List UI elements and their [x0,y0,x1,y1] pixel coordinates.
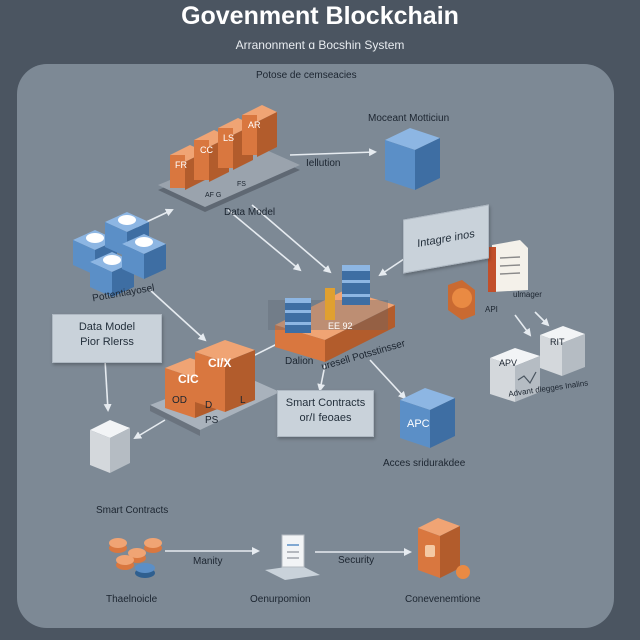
manity-label: Manity [193,556,223,567]
rit-label: RIT [550,337,565,347]
block-label-af: AF G [205,192,222,199]
oenurpomion-label: Oenurpomion [250,594,311,605]
iellution-label: Iellution [306,158,341,169]
ccx-block-group [150,340,280,436]
ccx-label: CIC [178,372,199,386]
data-model-top-label: Data Model [224,207,276,218]
dalion-label: Dalion [285,356,314,367]
arrow-hub-apc [369,359,407,400]
page-subtitle: Arranonment ɑ Bocshin System [235,38,405,52]
block-label-fr: FR [175,160,187,170]
ccx-block-back [195,340,255,412]
l-label: L [240,395,246,406]
data-model-box: Data Model Pior Rlerss [52,314,162,363]
arrow-to-moceant [289,148,377,157]
panel-top-label: Potose de cemseacies [256,70,357,81]
server-stack-right [342,265,370,305]
api-label: API [485,305,498,314]
hub-code-label: EE 92 [328,321,353,331]
acces-label: Acces sridurakdee [383,458,466,469]
smart-contracts-box-line1: Smart Contracts [285,397,366,409]
security-label: Security [338,555,375,566]
block-label-ls: LS [223,133,235,143]
arrow-datamodel-cube [103,359,112,412]
arrow-bitcoin-apv [514,314,532,337]
cloud-icon [86,233,104,243]
apc-label: APC [407,418,430,430]
arrow-api-rit [534,311,550,327]
orange-lock-block-icon [418,518,470,579]
apc-cube [400,388,455,448]
hub-pillar [325,288,335,320]
arrow-ccx-cube [133,419,166,440]
data-model-box-line1: Data Model [78,321,136,333]
moceant-cube [385,128,440,190]
central-hub [268,265,395,362]
block-label-ar: AR [248,120,261,130]
gray-cube [90,420,130,473]
ulmager-label: ulmager [513,290,542,299]
conevene-label: Conevenemtione [405,594,481,605]
cix-label: CI/X [208,356,232,370]
block-label-fs: FS [237,181,246,188]
rit-block [540,326,585,376]
coin-stack-icon [109,538,162,578]
smart-contracts-bottom-label: Smart Contracts [96,505,169,516]
d-label: D [205,400,213,411]
server-stack-left [285,298,311,333]
arrow-blocks-to-hub-b [251,204,332,274]
bitcoin-document-group [448,240,528,320]
lock-icon [456,565,470,579]
apv-block [490,348,540,402]
arrow-hub-smart [317,364,326,392]
apv-label: APV [499,358,518,368]
page-title: Govenment Blockchain [181,2,459,30]
smart-contracts-box: Smart Contracts or/I feoaes [277,390,374,437]
blue-cluster [73,212,166,297]
orange-block-4 [242,105,277,157]
block-label-cc: CC [200,145,213,155]
smart-contracts-box-line2: or/I feoaes [299,412,352,424]
bitcoin-icon [452,288,472,308]
arrow-cluster-to-ccx [149,289,207,342]
ps-label: PS [205,415,219,426]
data-model-box-line2: Pior Rlerss [80,336,134,348]
arrow-blocks-to-hub-a [227,209,302,272]
theatnoicle-label: Thaelnoicle [106,594,158,605]
document-desk-icon [265,534,320,580]
moceant-label: Moceant Motticiun [368,113,450,124]
od-label: OD [172,395,187,406]
orange-block-stack [158,105,300,212]
